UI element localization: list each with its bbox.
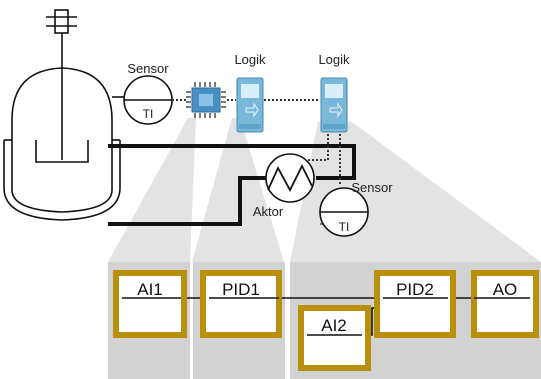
agitator-icon (35, 140, 89, 163)
motor-icon (54, 9, 69, 34)
block-pid1-label: PID1 (222, 280, 260, 299)
process-piping (108, 144, 356, 226)
sensor-bottom-label: Sensor (351, 180, 393, 195)
vessel-jacket (3, 140, 121, 221)
block-ai2-label: AI2 (321, 316, 347, 335)
function-block-ao: AO (471, 270, 539, 338)
controller-2: Logik (318, 52, 350, 133)
vessel-body (11, 67, 113, 213)
function-block-pid2: PID2 (374, 270, 456, 338)
function-block-ai1: AI1 (113, 270, 187, 338)
function-block-ai2: AI2 (298, 305, 371, 371)
actuator-label: Aktor (253, 204, 284, 219)
function-block-pid1: PID1 (200, 270, 282, 338)
controller-2-label: Logik (318, 52, 350, 67)
controller-1-label: Logik (234, 52, 266, 67)
sensor-bottom: TI Sensor (319, 180, 393, 237)
projection-funnels (108, 118, 541, 262)
sensor-top: TI Sensor (112, 61, 188, 125)
sensor-top-ti: TI (143, 107, 154, 121)
reactor-vessel (3, 9, 121, 221)
io-chip-icon (186, 82, 236, 118)
actuator-heat-exchanger: Aktor (253, 153, 315, 219)
block-ao-label: AO (493, 280, 518, 299)
block-ai1-label: AI1 (137, 280, 163, 299)
sensor-bottom-ti: TI (339, 220, 350, 234)
controller-1: Logik (234, 52, 266, 133)
pipe-upper (108, 144, 356, 180)
sensor-top-label: Sensor (127, 61, 169, 76)
signal-lines-controller-2 (306, 134, 341, 184)
block-pid2-label: PID2 (396, 280, 434, 299)
pipe-lower (108, 176, 266, 226)
funnel-ai1 (108, 118, 196, 262)
